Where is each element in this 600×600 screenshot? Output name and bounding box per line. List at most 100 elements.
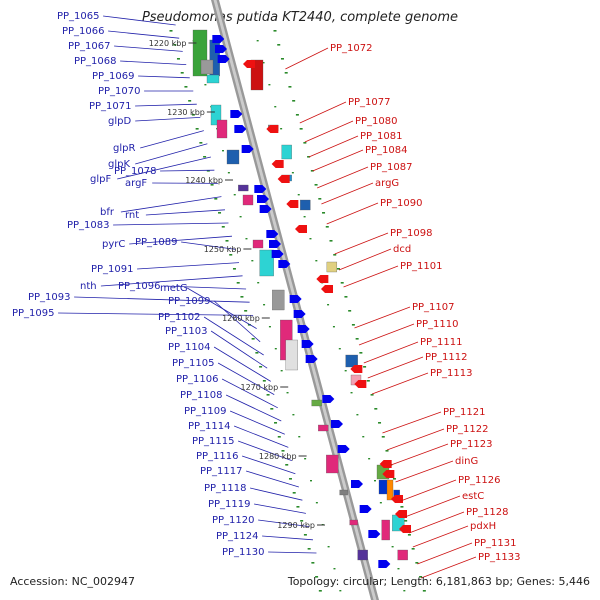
inner-track-dot xyxy=(327,546,330,548)
inner-track-dot xyxy=(332,326,335,328)
gene-label-right: PP_1107 xyxy=(412,302,455,313)
inner-track-dot xyxy=(362,436,365,438)
gene-label-right: PP_1084 xyxy=(365,145,408,156)
track-dot xyxy=(322,212,326,214)
gene-label-right: PP_1090 xyxy=(380,198,423,209)
leader-line-left xyxy=(268,551,317,554)
leader-line-left xyxy=(58,312,254,316)
track-dot xyxy=(363,366,367,368)
track-dot xyxy=(281,450,285,452)
gene-label-right: PP_1081 xyxy=(360,131,403,142)
feature-tracks xyxy=(169,0,426,600)
gene-label-left: PP_1070 xyxy=(98,86,141,97)
gene-label-right: PP_1110 xyxy=(416,319,459,330)
gene-block xyxy=(339,489,348,496)
track-dot xyxy=(344,296,348,298)
gene-label-left: PP_1114 xyxy=(188,421,231,432)
gene-label-left: bfr xyxy=(100,207,115,218)
leader-line-right xyxy=(412,525,469,548)
blue-gene-arrow xyxy=(215,45,227,53)
gene-label-right: PP_1080 xyxy=(355,116,398,127)
leader-line-right xyxy=(354,306,411,329)
gene-label-left: PP_1066 xyxy=(62,26,105,37)
red-gene-arrow xyxy=(271,160,284,168)
gene-block xyxy=(285,339,298,371)
inner-track-dot xyxy=(391,546,394,548)
gene-label-left: PP_1104 xyxy=(168,342,211,353)
gene-label-left: PP_1108 xyxy=(180,390,223,401)
track-dot xyxy=(229,254,233,256)
gene-label-right: estC xyxy=(462,491,484,502)
leader-line-left xyxy=(108,30,180,39)
track-dot xyxy=(210,184,214,186)
gene-label-left: pyrC xyxy=(102,239,125,250)
gene-label-right: PP_1126 xyxy=(458,475,501,486)
blue-gene-arrow xyxy=(234,125,247,133)
leader-line-right xyxy=(386,428,445,451)
blue-gene-arrow xyxy=(351,480,363,488)
gene-label-left: glpK xyxy=(108,159,130,170)
inner-track-dot xyxy=(403,590,406,592)
gene-block xyxy=(206,74,220,84)
inner-track-dot xyxy=(297,194,300,196)
gene-label-right: PP_1133 xyxy=(478,552,521,563)
blue-gene-arrow xyxy=(289,295,302,303)
gene-block xyxy=(357,549,368,561)
gene-label-left: PP_1105 xyxy=(172,358,215,369)
gene-label-left: PP_1099 xyxy=(168,296,211,307)
track-dot xyxy=(366,380,370,382)
gene-block xyxy=(226,149,240,165)
inner-track-dot xyxy=(274,106,277,108)
gene-label-left: PP_1071 xyxy=(89,101,132,112)
gene-label-left: glpR xyxy=(113,143,135,154)
inner-track-dot xyxy=(204,84,207,86)
track-dot xyxy=(288,478,292,480)
scale-tick-label: 1260 kbp xyxy=(222,314,260,323)
leader-line-left xyxy=(160,169,215,172)
leader-line-right xyxy=(395,460,454,483)
blue-gene-arrow xyxy=(301,340,314,348)
track-dot xyxy=(169,30,173,32)
gene-label-left: glpD xyxy=(108,116,131,127)
inner-track-dot xyxy=(315,260,318,262)
inner-track-dot xyxy=(292,414,295,416)
blue-gene-arrow xyxy=(293,310,306,318)
inner-track-dot xyxy=(274,348,277,350)
gene-label-right: dcd xyxy=(393,244,411,255)
track-dot xyxy=(180,72,184,74)
track-dot xyxy=(295,114,299,116)
track-dot xyxy=(277,44,281,46)
gene-block xyxy=(216,119,228,139)
track-dot xyxy=(296,506,300,508)
track-dot xyxy=(232,268,236,270)
inner-track-dot xyxy=(344,370,347,372)
leader-line-left xyxy=(213,300,261,343)
gene-block xyxy=(300,199,311,211)
inner-track-dot xyxy=(256,40,259,42)
inner-track-dot xyxy=(333,568,336,570)
track-dot xyxy=(206,170,210,172)
gene-block xyxy=(242,194,254,206)
blue-gene-arrow xyxy=(212,35,225,43)
track-dot xyxy=(329,240,333,242)
leader-line-right xyxy=(417,542,473,565)
blue-gene-arrow xyxy=(305,355,318,363)
gene-label-right: PP_1121 xyxy=(443,407,486,418)
scale-tick-label: 1270 kbp xyxy=(240,383,278,392)
gene-block xyxy=(386,479,394,501)
gene-label-right: PP_1111 xyxy=(420,337,463,348)
blue-gene-arrow xyxy=(269,240,281,248)
leader-line-left xyxy=(233,425,289,448)
blue-gene-arrow xyxy=(331,420,343,428)
blue-gene-arrow xyxy=(254,185,267,193)
leader-line-left xyxy=(250,487,303,501)
track-dot xyxy=(411,548,415,550)
gene-label-left: PP_1118 xyxy=(204,483,247,494)
track-dot xyxy=(191,114,195,116)
leader-line-right xyxy=(285,47,329,70)
track-dot xyxy=(277,436,281,438)
gene-label-left: PP_1115 xyxy=(192,436,235,447)
blue-gene-arrow xyxy=(217,55,230,63)
track-dot xyxy=(195,128,199,130)
inner-track-dot xyxy=(379,502,382,504)
